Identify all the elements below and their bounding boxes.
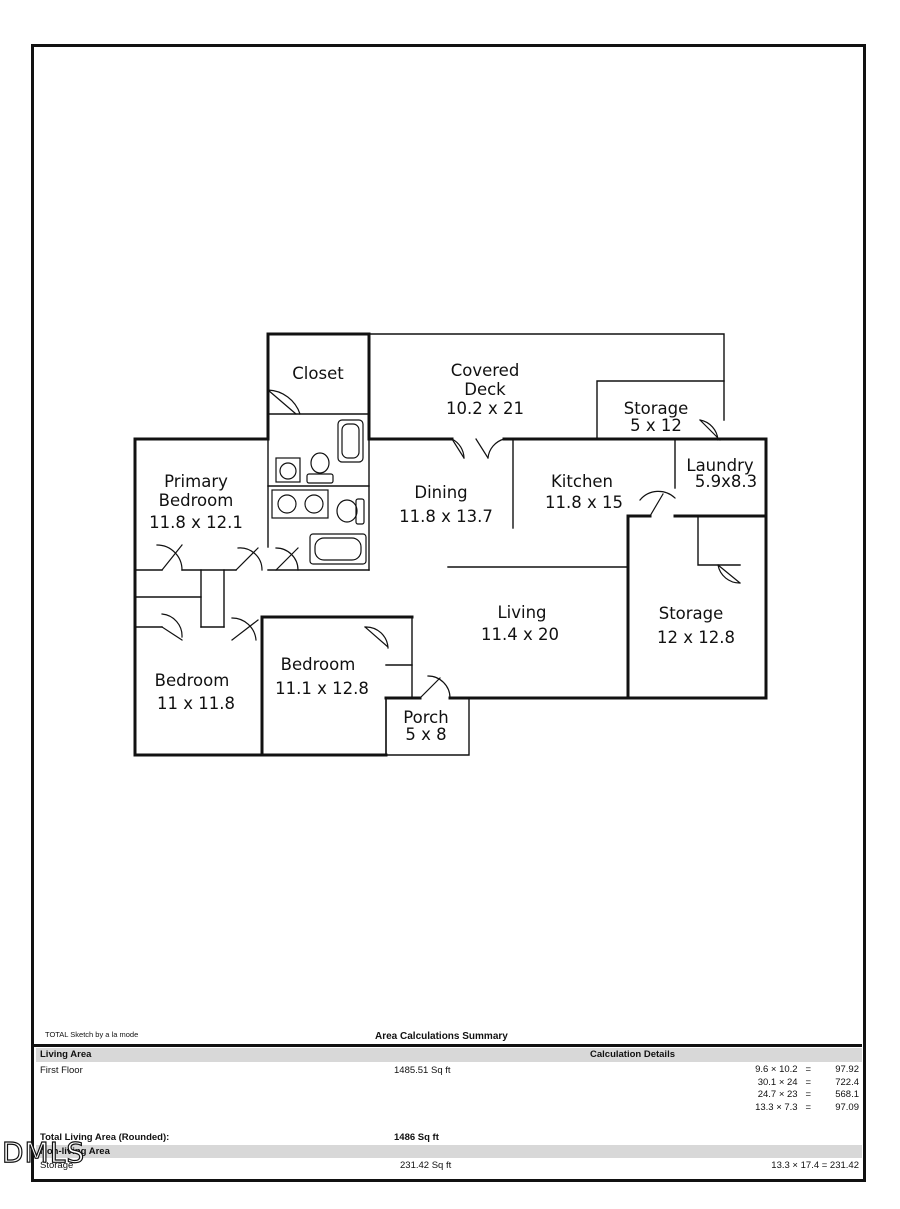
storage-value: 231.42 Sq ft (400, 1160, 452, 1171)
first-floor-value: 1485.51 Sq ft (394, 1065, 451, 1076)
summary-divider (33, 1044, 862, 1047)
room-dim-primary-bedroom: 11.8 x 12.1 (149, 513, 243, 532)
calc-row: 9.6 × 10.2 = 97.92 (755, 1064, 859, 1075)
room-label-dining: Dining (414, 483, 468, 502)
living-area-header: Living Area (40, 1049, 92, 1060)
room-dim-porch: 5 x 8 (405, 725, 447, 744)
calc-row: 30.1 × 24 = 722.4 (757, 1076, 859, 1088)
bath-fixtures (271, 419, 367, 565)
room-label-primary-bedroom: Primary (164, 472, 228, 491)
exterior-walls (133, 332, 768, 757)
room-label-bedroom-a: Bedroom (154, 671, 230, 690)
nonliving-header-bar (36, 1145, 862, 1158)
room-label-covered-deck-2: Deck (464, 380, 506, 399)
room-label-storage-small: Storage (623, 399, 689, 418)
calc-row: 13.3 × 7.3 = 97.09 (755, 1101, 859, 1113)
room-label-porch: Porch (403, 708, 449, 727)
calc-details-list: 9.6 × 10.2 = 97.92 30.1 × 24 = 722.4 24.… (755, 1064, 859, 1114)
living-area-header-bar (36, 1048, 862, 1062)
dmls-watermark: DMLS (1, 1135, 86, 1169)
room-dim-storage-small: 5 x 12 (630, 416, 682, 435)
software-credit: TOTAL Sketch by a la mode (45, 1030, 139, 1039)
first-floor-label: First Floor (40, 1065, 83, 1076)
interior-walls (134, 333, 741, 756)
room-label-covered-deck: Covered (450, 361, 520, 380)
calc-row: 24.7 × 23 = 568.1 (757, 1089, 859, 1100)
room-label-kitchen: Kitchen (550, 472, 614, 491)
calc-details-header: Calculation Details (590, 1049, 675, 1060)
room-label-laundry: Laundry (686, 456, 754, 475)
total-living-label: Total Living Area (Rounded): (40, 1132, 170, 1143)
room-label-primary-bedroom-2: Bedroom (158, 491, 234, 510)
room-label-bedroom-b: Bedroom (280, 655, 356, 674)
total-living-value: 1486 Sq ft (394, 1132, 439, 1143)
room-dim-living: 11.4 x 20 (481, 625, 559, 644)
room-dim-laundry: 5.9x8.3 (694, 472, 758, 491)
room-dim-covered-deck: 10.2 x 21 (446, 399, 524, 418)
room-dim-bedroom-b: 11.1 x 12.8 (275, 679, 369, 698)
nonliving-header: Non-living Area (40, 1146, 110, 1157)
room-dim-bedroom-a: 11 x 11.8 (157, 694, 235, 713)
room-dim-kitchen: 11.8 x 15 (545, 493, 623, 512)
room-dim-dining: 11.8 x 13.7 (399, 507, 493, 526)
room-label-living: Living (497, 603, 547, 622)
summary-title: Area Calculations Summary (375, 1031, 508, 1042)
room-dim-storage-large: 12 x 12.8 (657, 628, 735, 647)
room-label-storage-large: Storage (658, 604, 724, 623)
room-label-closet: Closet (292, 364, 344, 383)
storage-label: Storage (40, 1160, 74, 1171)
storage-calc: 13.3 × 17.4 = 231.42 (771, 1160, 859, 1171)
page-border (31, 44, 866, 1182)
door-swings (156, 389, 741, 699)
